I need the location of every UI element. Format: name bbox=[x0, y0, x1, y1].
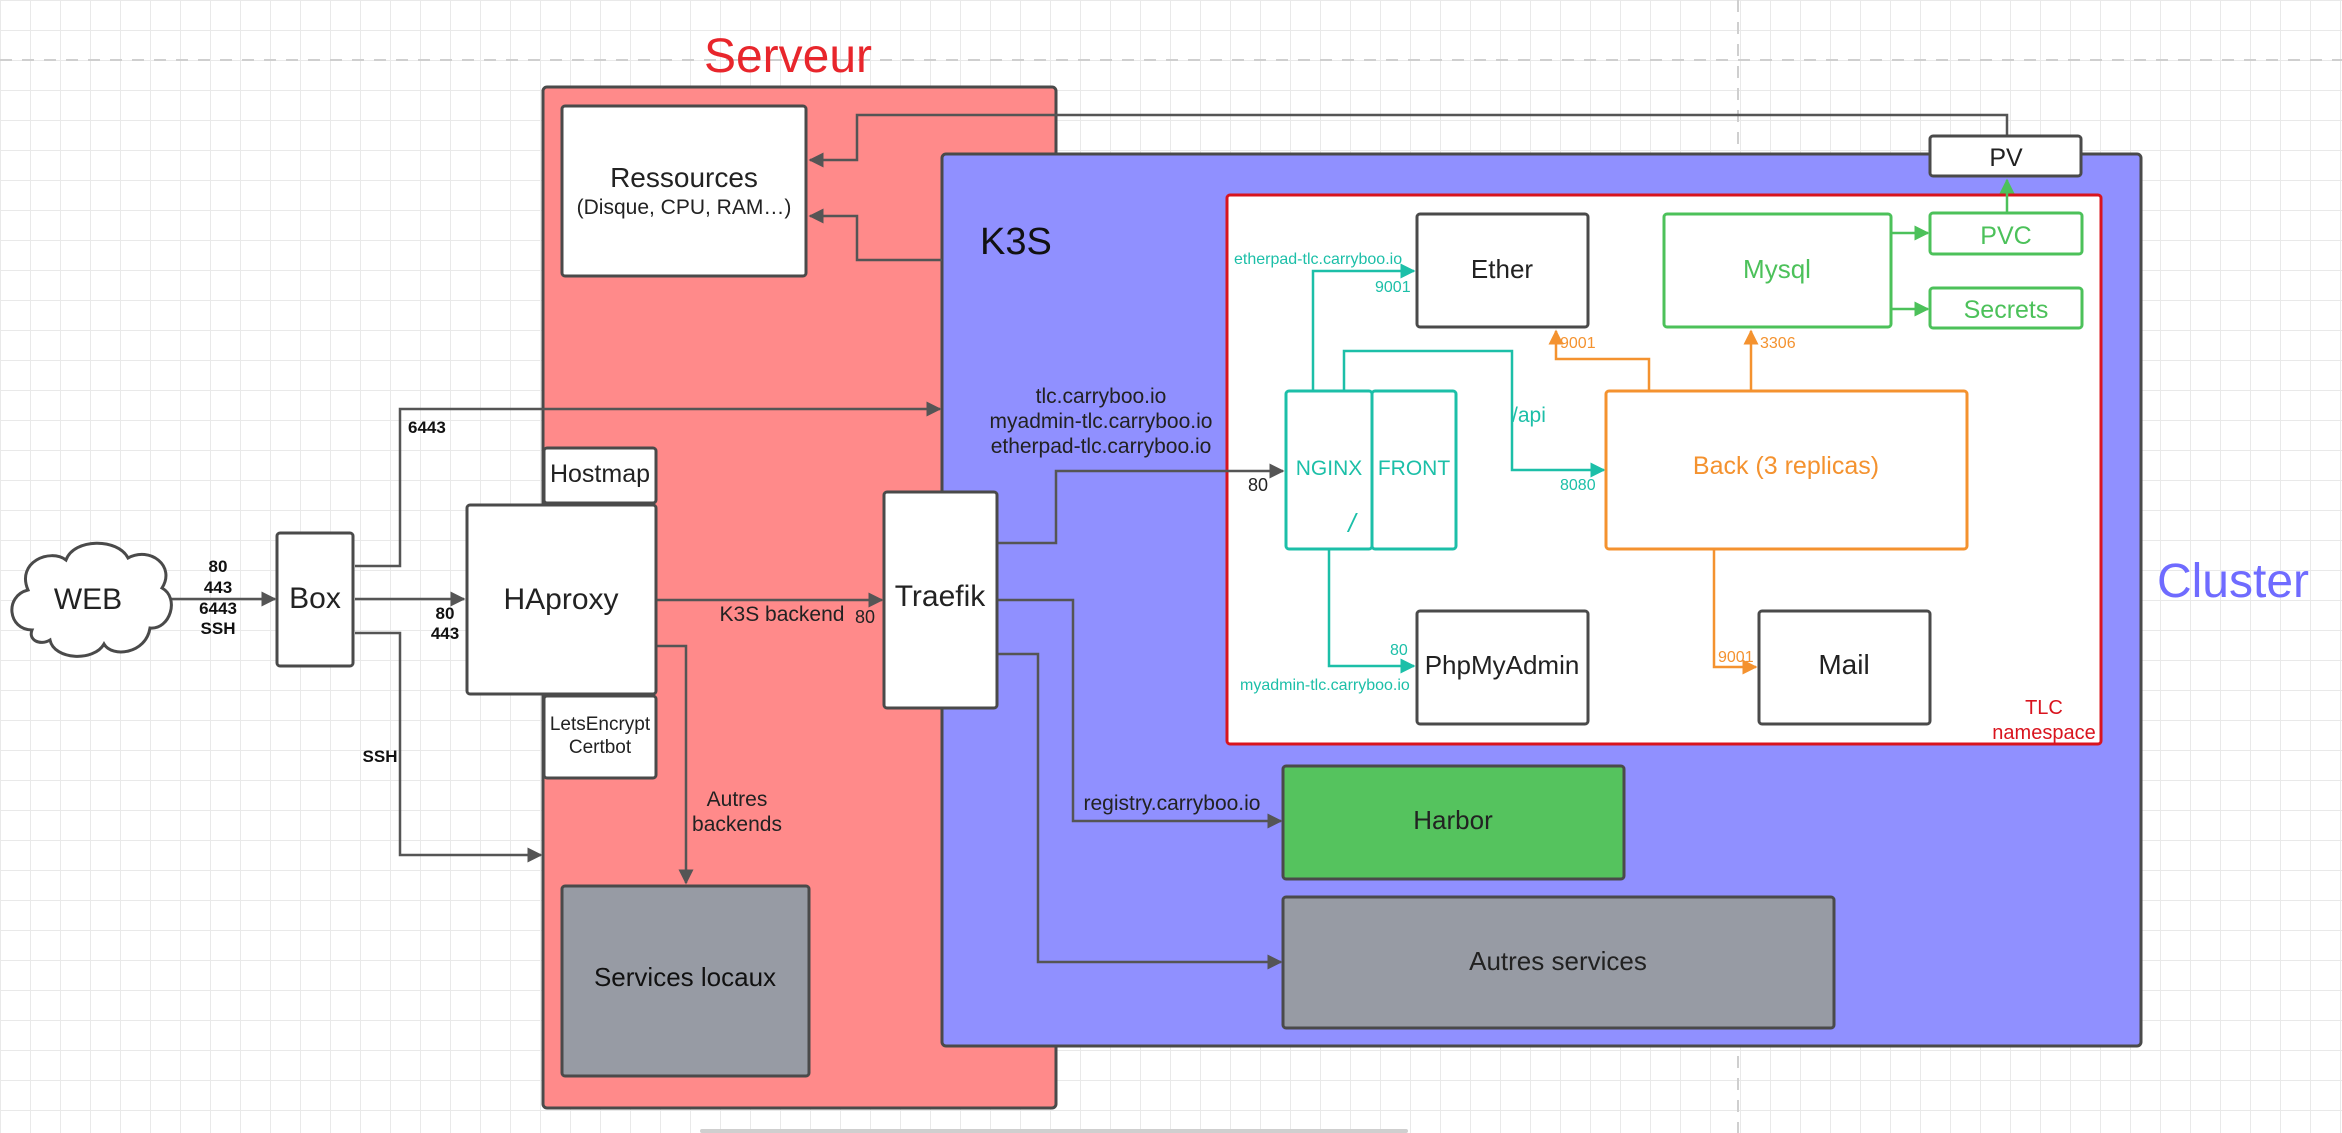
web-port-label-443: 443 bbox=[204, 578, 232, 597]
horizontal-scrollbar[interactable] bbox=[700, 1129, 1408, 1133]
autres-services-node[interactable]: Autres services bbox=[1281, 895, 1836, 1030]
pv-label: PV bbox=[1989, 144, 2023, 172]
letsencrypt-label-line1: LetsEncrypt bbox=[550, 714, 651, 735]
secrets-node[interactable]: Secrets bbox=[1928, 286, 2084, 330]
autres-services-label: Autres services bbox=[1469, 946, 1647, 976]
tlc-namespace-label-line2: namespace bbox=[1992, 722, 2095, 744]
ressources-node[interactable]: Ressources (Disque, CPU, RAM…) bbox=[560, 104, 808, 278]
box-port-label-443: 443 bbox=[431, 624, 459, 643]
edge-pv-ressources bbox=[808, 113, 2009, 168]
edge-nginx-ether bbox=[1311, 263, 1416, 390]
pvc-node[interactable]: PVC bbox=[1928, 211, 2084, 256]
autres-backends-label-line1: Autres bbox=[707, 788, 768, 811]
nginx-label: NGINX bbox=[1296, 457, 1363, 480]
web-port-label-80: 80 bbox=[209, 557, 228, 576]
port-3306-label: 3306 bbox=[1760, 335, 1796, 352]
mysql-label: Mysql bbox=[1743, 254, 1811, 284]
web-port-label-ssh: SSH bbox=[201, 619, 236, 638]
domain-label-tlc: tlc.carryboo.io bbox=[1036, 385, 1167, 408]
port-80-pma-label: 80 bbox=[1390, 642, 1408, 659]
port-8080-label: 8080 bbox=[1560, 477, 1596, 494]
k3s-title: K3S bbox=[980, 221, 1052, 263]
port-9001-back-label: 9001 bbox=[1560, 335, 1596, 352]
myadmin-domain-label: myadmin-tlc.carryboo.io bbox=[1240, 677, 1410, 694]
letsencrypt-node[interactable]: LetsEncrypt Certbot bbox=[542, 694, 658, 780]
mysql-node[interactable]: Mysql bbox=[1662, 212, 1893, 329]
traefik-label: Traefik bbox=[895, 580, 987, 613]
edge-traefik-nginx bbox=[998, 463, 1285, 545]
box-label: Box bbox=[289, 582, 341, 615]
cluster-title: Cluster bbox=[2157, 555, 2309, 608]
port-80-nginx-label: 80 bbox=[1248, 475, 1268, 495]
haproxy-label: HAproxy bbox=[503, 583, 618, 616]
back-label: Back (3 replicas) bbox=[1693, 452, 1879, 480]
edge-back-mail bbox=[1712, 550, 1758, 675]
edge-box-k3s-6443 bbox=[355, 401, 942, 568]
traefik-node[interactable]: Traefik bbox=[882, 490, 999, 710]
haproxy-node[interactable]: HAproxy bbox=[465, 503, 658, 696]
front-node[interactable]: FRONT bbox=[1370, 389, 1458, 551]
edge-traefik-harbor bbox=[998, 598, 1283, 829]
web-port-label-6443: 6443 bbox=[199, 599, 237, 618]
ressources-label: Ressources bbox=[610, 162, 758, 193]
edge-front-back-api bbox=[1342, 349, 1606, 478]
ssh-label: SSH bbox=[363, 747, 398, 766]
api-path-label: /api bbox=[1512, 404, 1546, 427]
etherpad-domain-label: etherpad-tlc.carryboo.io bbox=[1234, 251, 1402, 268]
front-path-label: / bbox=[1346, 508, 1358, 538]
nginx-node[interactable]: NGINX bbox=[1284, 389, 1374, 551]
domain-label-myadmin: myadmin-tlc.carryboo.io bbox=[990, 410, 1213, 433]
port-6443-label: 6443 bbox=[408, 418, 446, 437]
hostmap-label: Hostmap bbox=[550, 460, 650, 488]
web-label: WEB bbox=[54, 583, 122, 616]
domain-label-etherpad: etherpad-tlc.carryboo.io bbox=[991, 435, 1212, 458]
port-80-traefik-label: 80 bbox=[855, 607, 875, 627]
k3s-backend-label: K3S backend bbox=[720, 603, 845, 626]
harbor-label: Harbor bbox=[1413, 805, 1493, 835]
back-node[interactable]: Back (3 replicas) bbox=[1604, 389, 1969, 551]
web-node[interactable]: WEB bbox=[10, 541, 173, 658]
services-locaux-node[interactable]: Services locaux bbox=[560, 884, 811, 1078]
harbor-node[interactable]: Harbor bbox=[1281, 764, 1626, 881]
port-9001-mail-label: 9001 bbox=[1718, 649, 1754, 666]
ether-node[interactable]: Ether bbox=[1415, 212, 1590, 329]
pv-node[interactable]: PV bbox=[1928, 134, 2083, 178]
mail-node[interactable]: Mail bbox=[1757, 609, 1932, 726]
phpmyadmin-node[interactable]: PhpMyAdmin bbox=[1415, 609, 1590, 726]
ether-label: Ether bbox=[1471, 254, 1533, 284]
edge-traefik-autres bbox=[998, 652, 1283, 970]
letsencrypt-label-line2: Certbot bbox=[569, 737, 632, 758]
edge-back-ether bbox=[1548, 329, 1651, 390]
phpmyadmin-label: PhpMyAdmin bbox=[1425, 650, 1580, 680]
tlc-namespace-label-line1: TLC bbox=[2025, 697, 2063, 719]
cloud-icon bbox=[10, 541, 173, 658]
pvc-label: PVC bbox=[1980, 222, 2031, 250]
box-port-label-80: 80 bbox=[436, 604, 455, 623]
port-9001-ether-label: 9001 bbox=[1375, 279, 1411, 296]
front-label: FRONT bbox=[1378, 457, 1450, 480]
ressources-sublabel: (Disque, CPU, RAM…) bbox=[577, 196, 792, 219]
edge-k3s-ressources bbox=[808, 208, 942, 262]
edge-box-serveur-ssh bbox=[355, 631, 543, 863]
edge-haproxy-services bbox=[657, 644, 694, 885]
edge-nginx-phpmyadmin bbox=[1327, 550, 1416, 674]
secrets-label: Secrets bbox=[1964, 296, 2049, 324]
serveur-title: Serveur bbox=[704, 30, 872, 83]
registry-domain-label: registry.carryboo.io bbox=[1083, 792, 1260, 815]
autres-backends-label-line2: backends bbox=[692, 813, 782, 836]
box-node[interactable]: Box bbox=[275, 531, 355, 668]
services-locaux-label: Services locaux bbox=[594, 962, 776, 992]
hostmap-node[interactable]: Hostmap bbox=[542, 446, 658, 505]
mail-label: Mail bbox=[1818, 649, 1869, 680]
